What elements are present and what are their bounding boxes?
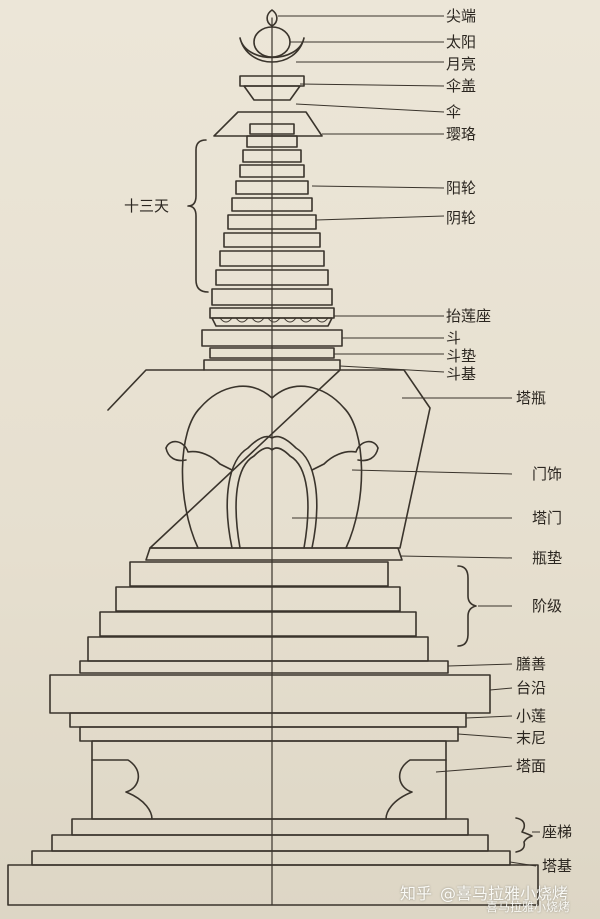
watermark-site: 知乎: [400, 884, 433, 903]
label-stair-plinth: 座梯: [542, 823, 573, 841]
label-canopy: 伞盖: [446, 77, 477, 95]
label-moon: 月亮: [446, 55, 477, 73]
label-vase-pad: 瓶垫: [532, 549, 563, 567]
label-dou-pad: 斗垫: [446, 347, 477, 365]
label-door-ornament: 门饰: [532, 465, 563, 483]
label-vase: 塔瓶: [516, 389, 547, 407]
label-thirteen-heavens: 十三天: [124, 197, 170, 215]
label-umbrella: 伞: [446, 103, 462, 121]
label-small-lotus: 小莲: [516, 707, 547, 725]
watermark-handle-secondary: 喜马拉雅小烧烤: [486, 900, 571, 914]
label-yang-ring: 阳轮: [446, 179, 477, 197]
label-base: 塔基: [542, 857, 573, 875]
label-garland: 璎珞: [446, 125, 477, 143]
label-mani: 末尼: [516, 729, 547, 747]
label-lotus-seat: 抬莲座: [446, 307, 492, 325]
label-dou-base: 斗基: [446, 365, 477, 383]
label-door: 塔门: [532, 509, 563, 527]
watermark-handle: @喜马拉雅小烧烤: [440, 884, 569, 903]
label-steps: 阶级: [532, 597, 563, 615]
label-sun: 太阳: [446, 33, 477, 51]
label-dou: 斗: [446, 329, 462, 347]
label-platform-edge: 台沿: [516, 679, 547, 697]
label-pinnacle: 尖端: [446, 7, 477, 25]
label-shanshan: 膳善: [516, 655, 547, 673]
label-yin-ring: 阴轮: [446, 209, 477, 227]
label-face: 塔面: [516, 757, 547, 775]
